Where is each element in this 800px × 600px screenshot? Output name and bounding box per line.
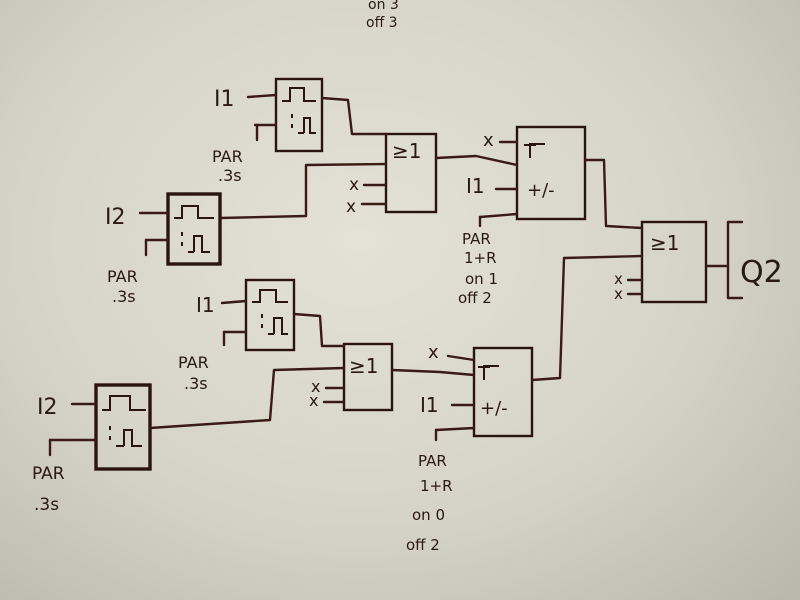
output-or-unused-2: x <box>614 285 623 303</box>
upper-or-unused-2: x <box>346 197 356 217</box>
lower-pulse-1-time: .3s <box>184 374 208 393</box>
upper-pulse-1-time: .3s <box>218 166 242 185</box>
upper-pulse-block-2 <box>166 192 222 266</box>
lower-or-gate-label: ≥1 <box>349 354 378 378</box>
lower-pulse-2-time: .3s <box>34 495 59 515</box>
upper-or-gate <box>384 132 438 214</box>
top-note-off: off 3 <box>366 15 398 31</box>
lower-or-gate <box>342 342 394 412</box>
output-or-unused-1: x <box>614 270 623 288</box>
lower-counter-set-input: x <box>428 342 439 363</box>
lower-pulse-block-2 <box>94 383 152 471</box>
upper-counter-mode: 1+R <box>464 249 497 267</box>
lower-counter-off: off 2 <box>406 536 440 554</box>
lower-pulse-2-input-label: I2 <box>37 395 58 420</box>
lower-counter-mode: 1+R <box>420 477 453 495</box>
lower-or-unused-2: x <box>309 391 318 410</box>
upper-counter-on: on 1 <box>465 270 498 288</box>
lower-pulse-1-input-label: I1 <box>196 293 215 317</box>
lower-counter-on: on 0 <box>412 506 445 524</box>
top-note-on: on 3 <box>368 0 399 13</box>
lower-or-unused-1: x <box>311 377 320 396</box>
upper-pulse-2-input-label: I2 <box>105 205 126 230</box>
upper-counter-dir-input: I1 <box>466 174 485 198</box>
upper-counter-dir-label: +/- <box>527 180 555 201</box>
upper-pulse-block-1 <box>274 77 324 153</box>
output-or-gate-label: ≥1 <box>650 231 679 255</box>
lower-counter <box>472 346 534 438</box>
lower-pulse-block-1 <box>244 278 296 352</box>
upper-counter-off: off 2 <box>458 289 492 307</box>
upper-pulse-2-time: .3s <box>112 287 136 306</box>
lower-pulse-1-par: PAR <box>178 353 209 372</box>
upper-pulse-1-input-label: I1 <box>214 87 235 112</box>
upper-counter <box>515 125 587 221</box>
upper-pulse-1-par: PAR <box>212 147 243 166</box>
upper-or-unused-1: x <box>349 175 359 195</box>
lower-counter-dir-input: I1 <box>420 393 439 417</box>
lower-counter-par: PAR <box>418 452 447 470</box>
upper-pulse-2-par: PAR <box>107 267 138 286</box>
output-label: Q2 <box>740 255 783 290</box>
upper-or-gate-label: ≥1 <box>392 139 421 163</box>
lower-pulse-2-par: PAR <box>32 464 65 484</box>
lower-counter-dir-label: +/- <box>480 398 508 419</box>
output-or-gate <box>640 220 708 304</box>
upper-counter-set-input: x <box>483 130 494 151</box>
upper-counter-par: PAR <box>462 230 491 248</box>
